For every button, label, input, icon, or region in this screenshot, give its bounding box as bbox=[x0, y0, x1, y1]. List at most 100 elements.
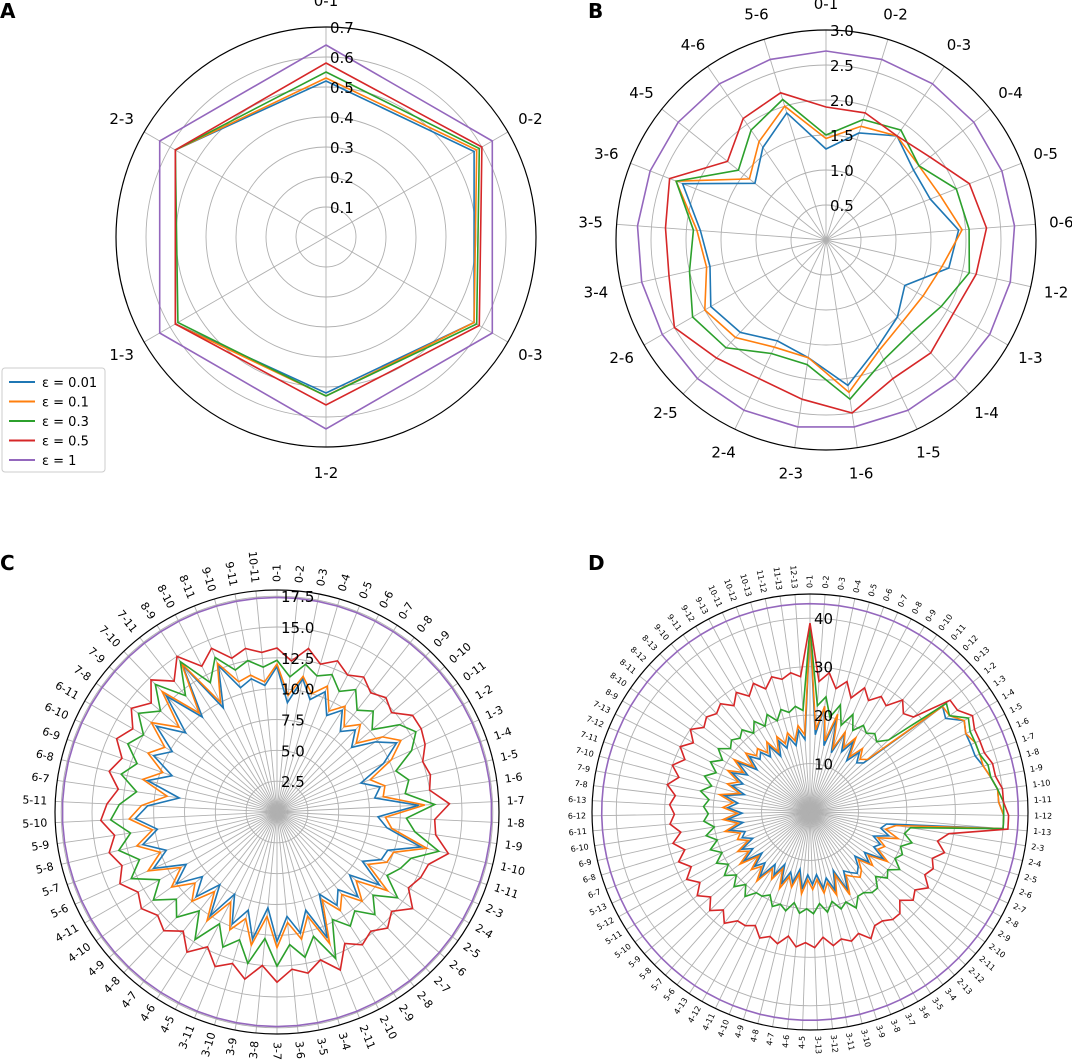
category-label: 2-4 bbox=[473, 921, 495, 941]
panel-letter-B: B bbox=[588, 0, 603, 23]
category-label: 0-8 bbox=[910, 600, 924, 616]
grid-spoke bbox=[276, 811, 380, 1010]
category-label: 3-7 bbox=[903, 1012, 917, 1028]
category-label: 0-5 bbox=[356, 579, 375, 601]
grid-spoke bbox=[597, 811, 811, 861]
category-label: 0-1 bbox=[806, 575, 815, 588]
series-line-1 bbox=[133, 663, 424, 945]
grid-spoke bbox=[809, 811, 1019, 876]
radial-tick-label: 10 bbox=[814, 756, 833, 774]
category-label: 9-12 bbox=[679, 603, 696, 623]
grid-spoke bbox=[276, 811, 340, 1026]
category-label: 9-10 bbox=[199, 566, 219, 594]
category-label: 1-12 bbox=[1034, 811, 1052, 820]
grid-spoke bbox=[809, 634, 938, 813]
category-label: 2-5 bbox=[1023, 872, 1038, 884]
grid-spoke bbox=[721, 612, 811, 813]
category-label: 0-1 bbox=[271, 564, 284, 582]
grid-spoke bbox=[276, 811, 415, 987]
category-label: 0-5 bbox=[867, 583, 879, 598]
category-label: 0-9 bbox=[431, 628, 453, 650]
category-label: 7-9 bbox=[85, 645, 107, 667]
grid-spoke bbox=[809, 811, 1026, 847]
grid-spoke bbox=[809, 653, 961, 813]
grid-spoke bbox=[809, 618, 912, 813]
grid-spoke bbox=[276, 800, 499, 813]
grid-spoke bbox=[108, 811, 278, 958]
grid-spoke bbox=[688, 811, 811, 994]
grid-spoke bbox=[276, 637, 415, 813]
category-label: 1-8 bbox=[506, 816, 525, 830]
grid-spoke bbox=[809, 811, 905, 1009]
grid-spoke bbox=[809, 811, 919, 1002]
grid-spoke bbox=[809, 811, 1023, 861]
category-label: 5-12 bbox=[595, 916, 615, 933]
category-label: 0-8 bbox=[414, 613, 435, 635]
grid-spoke bbox=[84, 700, 278, 813]
radial-tick-label: 0.3 bbox=[330, 139, 354, 157]
grid-spoke bbox=[276, 811, 459, 942]
grid-spoke bbox=[621, 239, 827, 288]
series-line-4 bbox=[174, 62, 483, 406]
grid-spoke bbox=[763, 39, 827, 241]
category-label: 3-4 bbox=[584, 284, 609, 302]
category-label: 1-9 bbox=[1029, 763, 1044, 774]
grid-spoke bbox=[825, 239, 918, 430]
category-label: 4-8 bbox=[101, 974, 123, 996]
grid-spoke bbox=[809, 811, 966, 966]
category-label: 8-9 bbox=[138, 600, 159, 622]
radial-tick-label: 5.0 bbox=[281, 742, 305, 760]
grid-spoke bbox=[825, 239, 1009, 346]
category-label: 2-5 bbox=[653, 404, 678, 422]
category-label: 6-7 bbox=[587, 887, 602, 900]
legend: ε = 0.01ε = 0.1ε = 0.3ε = 0.5ε = 1 bbox=[1, 367, 106, 473]
outer-frame bbox=[54, 589, 500, 1035]
category-label: 4-7 bbox=[119, 989, 140, 1011]
grid-spoke bbox=[276, 614, 380, 813]
grid-spoke bbox=[639, 675, 811, 813]
category-label: 1-7 bbox=[506, 794, 525, 808]
category-label: 1-4 bbox=[1000, 687, 1016, 701]
category-label: 3-6 bbox=[917, 1004, 931, 1020]
grid-spoke bbox=[61, 759, 278, 813]
grid-spoke bbox=[592, 811, 811, 817]
grid-spoke bbox=[659, 653, 811, 813]
grid-spoke bbox=[809, 713, 1005, 813]
category-label: 2-9 bbox=[996, 929, 1012, 944]
category-label: 1-8 bbox=[1025, 747, 1040, 759]
grid-spoke bbox=[276, 811, 446, 958]
category-label: 1-4 bbox=[974, 404, 999, 422]
category-label: 0-6 bbox=[882, 587, 895, 602]
grid-spoke bbox=[735, 606, 811, 813]
category-label: 1-3 bbox=[1018, 349, 1043, 367]
grid-spoke bbox=[779, 596, 811, 813]
outer-frame bbox=[615, 29, 1037, 451]
category-label: 4-10 bbox=[716, 1018, 731, 1038]
series-line-3 bbox=[675, 98, 971, 401]
category-label: 5-13 bbox=[588, 902, 608, 918]
grid-spoke bbox=[276, 811, 480, 905]
category-label: 0-4 bbox=[852, 579, 863, 594]
grid-spoke bbox=[276, 811, 360, 1019]
category-label: 7-11 bbox=[579, 730, 599, 744]
radial-tick-label: 0.2 bbox=[330, 169, 354, 187]
category-label: 3-10 bbox=[199, 1031, 219, 1059]
grid-spoke bbox=[611, 811, 811, 904]
panel-letter-C: C bbox=[0, 551, 15, 575]
category-label: 4-13 bbox=[672, 996, 690, 1016]
grid-spoke bbox=[57, 811, 278, 845]
grid-spoke bbox=[276, 811, 320, 1031]
grid-spoke bbox=[276, 811, 431, 973]
category-label: 0-3 bbox=[836, 577, 847, 591]
category-label: 1-3 bbox=[992, 674, 1008, 689]
category-label: 0-1 bbox=[314, 0, 339, 10]
category-label: 9-11 bbox=[665, 613, 683, 633]
grid-spoke bbox=[794, 239, 827, 448]
series-line-5 bbox=[158, 44, 494, 430]
category-label: 2-3 bbox=[109, 110, 134, 128]
grid-spoke bbox=[750, 602, 811, 813]
outer-frame bbox=[591, 593, 1029, 1031]
grid-spoke bbox=[634, 811, 811, 943]
category-label: 3-13 bbox=[813, 1036, 823, 1054]
category-label: 4-10 bbox=[65, 940, 93, 965]
